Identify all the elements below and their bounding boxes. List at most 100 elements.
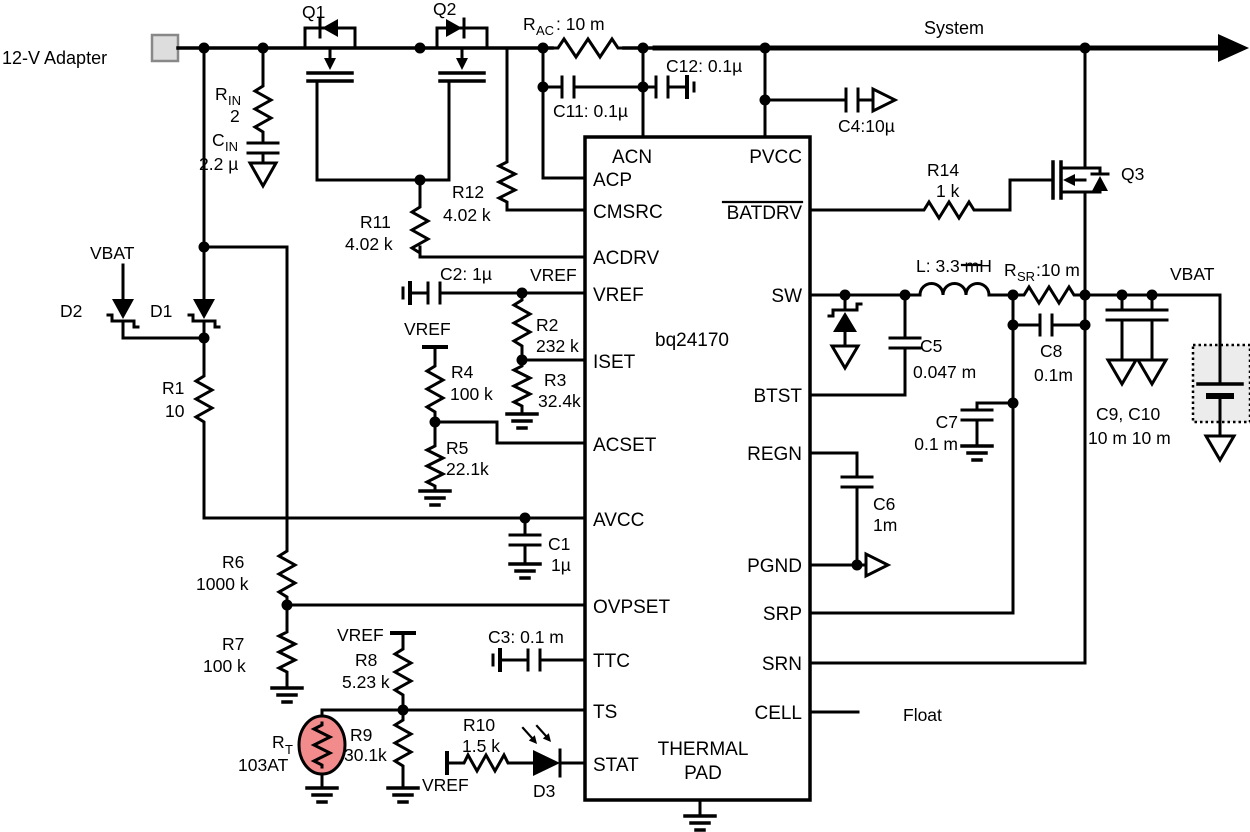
c4-label: C4:10µ [838, 116, 895, 136]
pin-ts: TS [593, 702, 617, 723]
system-arrowhead [1218, 34, 1249, 62]
pin-regn: REGN [747, 444, 802, 465]
d2-diode [112, 299, 134, 319]
thermal-pad-label-1: THERMAL [658, 739, 749, 760]
c1-ref: C1 [548, 534, 570, 554]
stat-led-net [445, 724, 587, 778]
rsr-value: :10 m [1036, 260, 1080, 280]
r3-resistor [510, 362, 534, 410]
r11-ref: R11 [360, 212, 391, 232]
c6-ref: C6 [873, 494, 895, 514]
r12-value: 4.02 k [443, 205, 491, 225]
rac-sub: AC [536, 23, 554, 38]
r5-resistor [423, 442, 447, 490]
pin-acdrv: ACDRV [593, 248, 659, 269]
junction-dots [198, 42, 1158, 716]
cin-value: 2.2 µ [199, 154, 238, 174]
q3-channel-arrow [1063, 174, 1075, 186]
sw-schottky-diode [833, 312, 857, 332]
c1-ground [508, 562, 542, 580]
q2-mosfet [435, 17, 489, 83]
q3-label: Q3 [1121, 164, 1144, 184]
vref-net-label-2: VREF [404, 319, 451, 339]
r6-resistor [275, 545, 299, 603]
r6-value: 1000 k [196, 574, 249, 594]
c4-net-arrow [871, 86, 899, 114]
pin-stat: STAT [593, 755, 639, 776]
d1-diode [193, 299, 215, 319]
r1-resistor [192, 370, 216, 428]
rin-ref: R [215, 84, 228, 104]
r2-ref: R2 [536, 315, 558, 335]
avcc-supply-chain [187, 46, 587, 520]
pin-srn: SRN [762, 654, 802, 675]
d3-led-arrow [521, 726, 534, 740]
vbat-diode-branch [106, 263, 206, 340]
labels: 12-V Adapter System Q1 Q2 Q3 R IN 2 C IN… [2, 0, 1215, 801]
r3-ref: R3 [544, 370, 566, 390]
q1-label: Q1 [302, 2, 325, 22]
rt-zigzag [310, 721, 334, 769]
rac-resistor [550, 36, 626, 60]
c3-net [491, 648, 587, 672]
r4-value: 100 k [450, 384, 493, 404]
r10-ref: R10 [463, 715, 495, 735]
rt-ground [305, 786, 339, 804]
r1-ref: R1 [162, 378, 184, 398]
adapter-connector-pad [150, 33, 180, 63]
r10-value: 1.5 k [462, 736, 500, 756]
pvcc-net [763, 46, 899, 139]
c7-value: 0.1 m [914, 434, 958, 454]
r7-resistor [275, 628, 299, 676]
c9-c10-value: 10 m 10 m [1088, 428, 1171, 448]
r5-ref: R5 [446, 438, 468, 458]
l-inductor [918, 282, 991, 297]
r9-ground [386, 786, 420, 804]
pgnd-net-arrow [864, 551, 892, 579]
current-sense-net [808, 293, 1087, 665]
d1-label: D1 [150, 301, 172, 321]
rin-sub: IN [228, 93, 241, 108]
q1-channel-arrow [324, 58, 336, 70]
r14-ref: R14 [927, 160, 959, 180]
vref-net-label-4: VREF [422, 775, 469, 795]
r11-resistor [408, 201, 432, 259]
c3-label: C3: 0.1 m [488, 627, 564, 647]
d3-label: D3 [533, 781, 555, 801]
pin-acn: ACN [612, 147, 652, 168]
rsr-resistor [1018, 284, 1080, 306]
rt-value: 103AT [238, 755, 289, 775]
vref-iset-net [401, 281, 587, 430]
thermal-pad-label-2: PAD [684, 763, 722, 784]
c8-value: 0.1m [1034, 365, 1073, 385]
thermal-pad-ground [683, 814, 717, 832]
c11-label: C11: 0.1µ [553, 101, 628, 121]
pin-acp: ACP [593, 170, 632, 191]
c9-ground-arrow [1105, 358, 1139, 387]
pin-cell: CELL [754, 703, 802, 724]
cin-sub: IN [225, 139, 238, 154]
cmsrc-net [495, 46, 587, 212]
vref-net-label-3: VREF [337, 625, 384, 645]
ic-part-number: bq24170 [655, 330, 729, 351]
c10-ground-arrow [1135, 358, 1169, 387]
sw-schottky-bar [827, 302, 863, 318]
r12-ref: R12 [452, 182, 484, 202]
c12-label: C12: 0.1µ [666, 56, 742, 76]
pin-srp: SRP [763, 604, 802, 625]
sw-schottky-ground-arrow [829, 344, 861, 371]
q2-body-diode [446, 19, 462, 37]
cin-ref: C [212, 130, 225, 150]
pin-ovpset: OVPSET [593, 597, 670, 618]
rin-value: 2 [230, 106, 240, 126]
r3-ground [505, 412, 539, 430]
r5-value: 22.1k [446, 459, 489, 479]
r7-ground [270, 686, 304, 704]
gate-drive-net [315, 79, 587, 259]
q1-mosfet [303, 17, 357, 83]
c8-ref: C8 [1040, 341, 1062, 361]
r14-resistor [918, 199, 980, 221]
rin-resistor [251, 80, 275, 138]
